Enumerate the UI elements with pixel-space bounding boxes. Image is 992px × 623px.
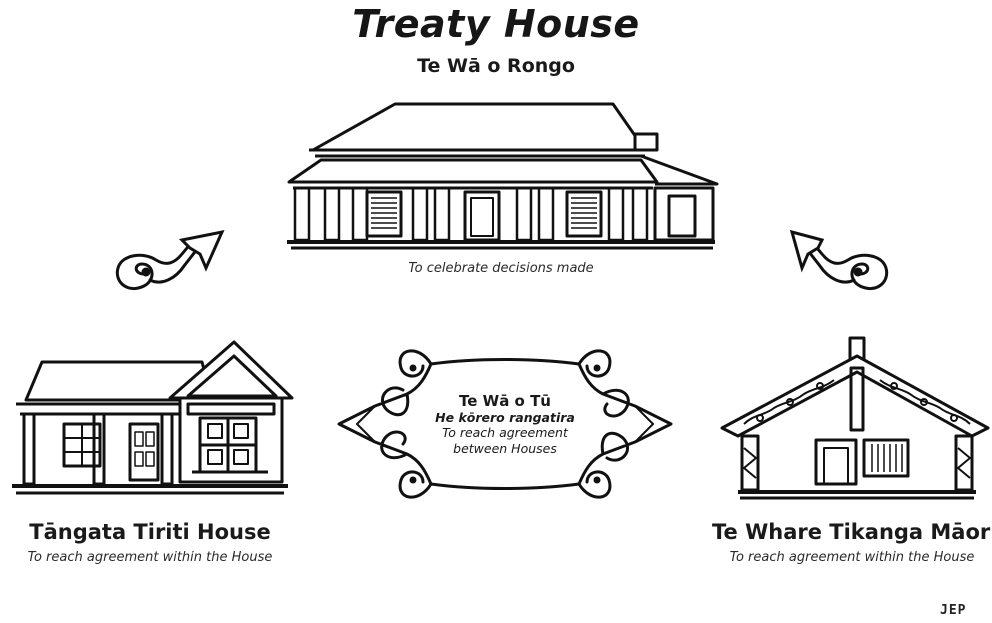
right-spiral-arrow-icon <box>788 228 893 303</box>
diagram-subtitle: Te Wā o Rongo <box>417 55 575 77</box>
center-subtitle: He kōrero rangatira <box>435 410 575 425</box>
te-whare-tikanga-maori-name: Te Whare Tikanga Māori <box>712 520 992 544</box>
artist-initials: JEP <box>940 603 967 618</box>
left-spiral-arrow-icon <box>110 228 225 303</box>
tangata-tiriti-house-name: Tāngata Tiriti House <box>29 520 271 544</box>
tangata-tiriti-house-caption: To reach agreement within the House <box>27 550 273 565</box>
center-scroll-double-arrow <box>335 338 675 510</box>
te-whare-tikanga-maori-caption: To reach agreement within the House <box>729 550 975 565</box>
treaty-house-illustration <box>285 100 720 252</box>
center-text-block: Te Wā o Tū He kōrero rangatira To reach … <box>420 392 590 457</box>
tangata-tiriti-house-illustration <box>12 340 292 498</box>
treaty-house-caption: To celebrate decisions made <box>408 261 594 276</box>
te-whare-tikanga-maori-illustration <box>720 336 990 500</box>
center-title: Te Wā o Tū <box>459 392 551 410</box>
center-line-1: To reach agreement <box>442 425 568 440</box>
diagram-title: Treaty House <box>352 2 640 46</box>
center-line-2: between Houses <box>453 441 557 456</box>
